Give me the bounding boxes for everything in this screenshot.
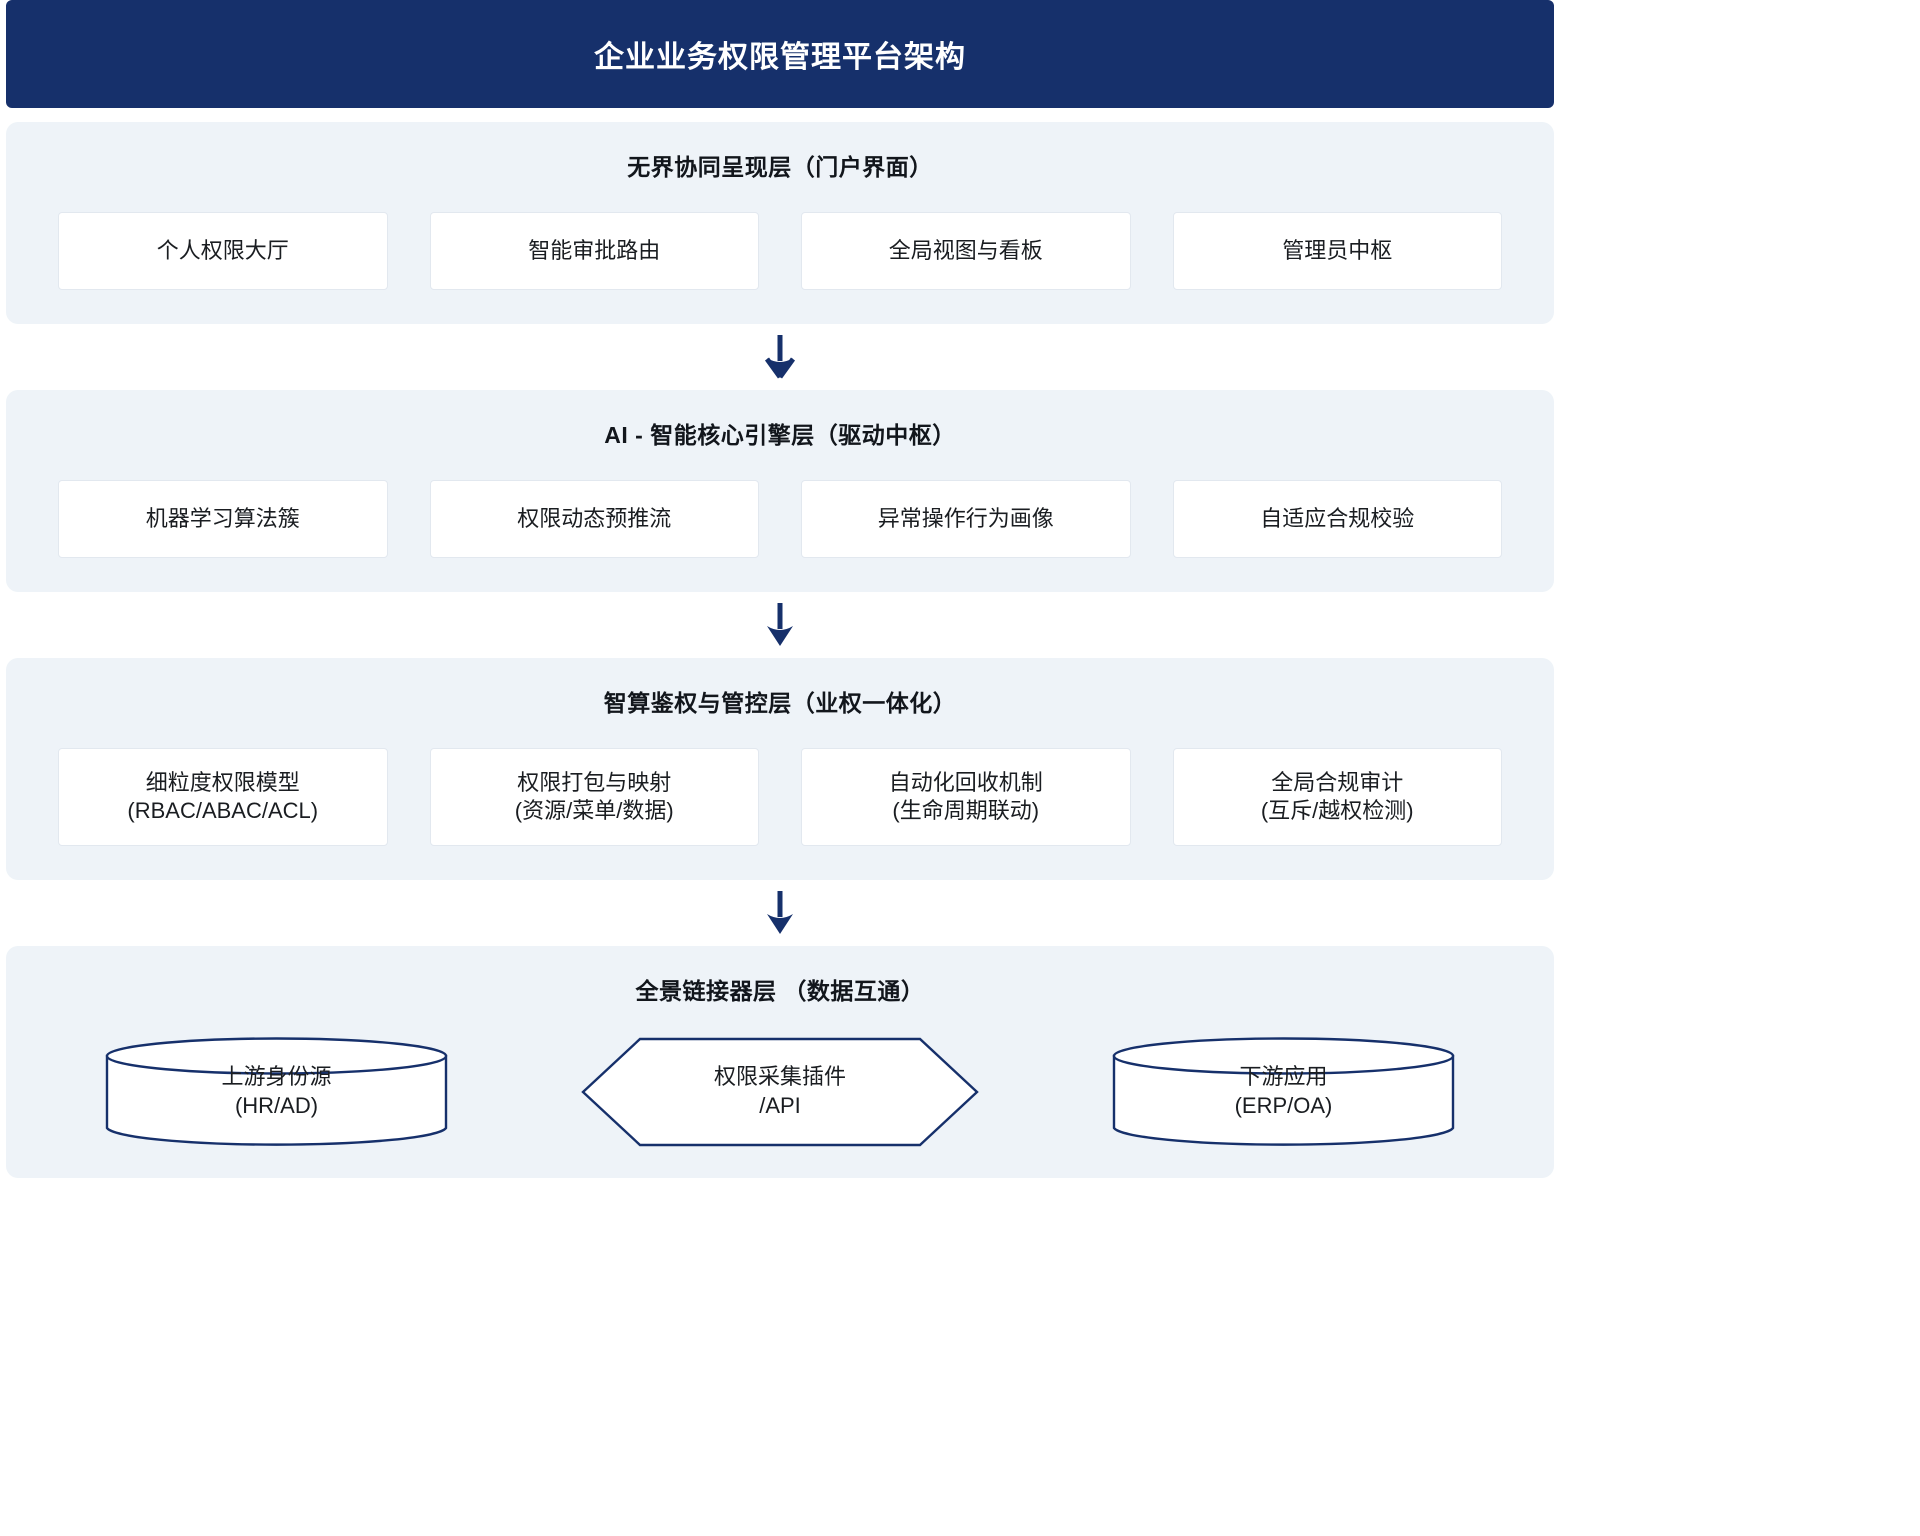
architecture-diagram: 企业业务权限管理平台架构 无界协同呈现层（门户界面） 个人权限大厅 智能审批路由… <box>0 0 1560 1178</box>
connector-label: 权限采集插件 <box>713 1064 846 1090</box>
card-label: 管理员中枢 <box>1282 237 1393 263</box>
card-label: 智能审批路由 <box>528 237 661 263</box>
card-sublabel: (资源/菜单/数据) <box>514 798 674 823</box>
card-personal-permission-hall[interactable]: 个人权限大厅 <box>58 212 388 290</box>
connector-sublabel: /API <box>759 1093 801 1118</box>
card-smart-approval-routing[interactable]: 智能审批路由 <box>429 212 759 290</box>
connector-row: 上游身份源 (HR/AD) 权限采集插件 /API <box>58 1036 1502 1148</box>
layer-title: 无界协同呈现层（门户界面） <box>627 154 933 180</box>
card-label: 权限动态预推流 <box>517 505 672 531</box>
connector-sublabel: (ERP/OA) <box>1234 1093 1333 1118</box>
header-gap <box>0 108 1560 122</box>
layer-card-row: 个人权限大厅 智能审批路由 全局视图与看板 管理员中枢 <box>58 212 1502 290</box>
connector-label: 上游身份源 <box>221 1064 332 1090</box>
card-label: 自适应合规校验 <box>1260 505 1415 531</box>
layer-card-row: 细粒度权限模型 (RBAC/ABAC/ACL) 权限打包与映射 (资源/菜单/数… <box>58 748 1502 846</box>
card-ml-algorithm-cluster[interactable]: 机器学习算法簇 <box>58 480 388 558</box>
connector-label-group: 下游应用 (ERP/OA) <box>1235 1063 1333 1120</box>
layer-connector: 全景链接器层 （数据互通） 上游身份源 (HR/AD) 权限采集插件 / <box>6 946 1554 1178</box>
card-global-view-dashboard[interactable]: 全局视图与看板 <box>801 212 1131 290</box>
connector-downstream-application[interactable]: 下游应用 (ERP/OA) <box>1111 1036 1456 1148</box>
card-label: 个人权限大厅 <box>156 237 289 263</box>
layer-authorization-control: 智算鉴权与管控层（业权一体化） 细粒度权限模型 (RBAC/ABAC/ACL) … <box>6 658 1554 880</box>
card-sublabel: (互斥/越权检测) <box>1260 798 1414 823</box>
layer-title: 智算鉴权与管控层（业权一体化） <box>603 690 957 716</box>
connector-label-group: 权限采集插件 /API <box>714 1063 846 1120</box>
card-sublabel: (RBAC/ABAC/ACL) <box>127 798 319 823</box>
connector-sublabel: (HR/AD) <box>234 1093 319 1118</box>
connector-permission-collector-api[interactable]: 权限采集插件 /API <box>580 1036 980 1148</box>
page-title: 企业业务权限管理平台架构 <box>594 41 966 74</box>
card-label: 权限打包与映射 <box>517 769 672 795</box>
layer-title: 全景链接器层 （数据互通） <box>635 978 925 1004</box>
card-dynamic-permission-prefetch[interactable]: 权限动态预推流 <box>429 480 759 558</box>
arrow-layer3-to-layer4-row <box>0 880 1560 946</box>
hexagon-plugin-icon <box>581 1037 979 1147</box>
cylinder-database-icon <box>1112 1037 1455 1146</box>
card-anomaly-behavior-profile[interactable]: 异常操作行为画像 <box>801 480 1131 558</box>
card-label: 机器学习算法簇 <box>145 505 300 531</box>
card-label: 自动化回收机制 <box>888 769 1043 795</box>
arrow-down-icon <box>764 335 796 379</box>
arrow-down-icon <box>767 603 793 646</box>
card-fine-grained-permission-model[interactable]: 细粒度权限模型 (RBAC/ABAC/ACL) <box>58 748 388 846</box>
card-permission-packaging-mapping[interactable]: 权限打包与映射 (资源/菜单/数据) <box>429 748 759 846</box>
card-automated-reclaim-mechanism[interactable]: 自动化回收机制 (生命周期联动) <box>801 748 1131 846</box>
layer-ai-engine: AI - 智能核心引擎层（驱动中枢） 机器学习算法簇 权限动态预推流 异常操作行… <box>6 390 1554 592</box>
card-label: 异常操作行为画像 <box>877 505 1054 531</box>
arrow-layer2-to-layer3-row <box>0 592 1560 658</box>
card-label: 全局合规审计 <box>1271 769 1404 795</box>
arrow-down-icon <box>767 891 793 934</box>
card-label: 全局视图与看板 <box>888 237 1043 263</box>
card-sublabel: (生命周期联动) <box>892 798 1040 823</box>
layer-title: AI - 智能核心引擎层（驱动中枢） <box>604 422 956 448</box>
layer-card-row: 机器学习算法簇 权限动态预推流 异常操作行为画像 自适应合规校验 <box>58 480 1502 558</box>
card-global-compliance-audit[interactable]: 全局合规审计 (互斥/越权检测) <box>1172 748 1502 846</box>
connector-upstream-identity-source[interactable]: 上游身份源 (HR/AD) <box>104 1036 449 1148</box>
layer-presentation: 无界协同呈现层（门户界面） 个人权限大厅 智能审批路由 全局视图与看板 管理员中… <box>6 122 1554 324</box>
connector-label-group: 上游身份源 (HR/AD) <box>221 1063 331 1120</box>
connector-label: 下游应用 <box>1239 1064 1328 1090</box>
card-admin-hub[interactable]: 管理员中枢 <box>1172 212 1502 290</box>
card-label: 细粒度权限模型 <box>145 769 300 795</box>
diagram-header: 企业业务权限管理平台架构 <box>6 0 1554 108</box>
card-adaptive-compliance-check[interactable]: 自适应合规校验 <box>1172 480 1502 558</box>
cylinder-database-icon <box>105 1037 448 1146</box>
arrow-layer1-to-layer2-row <box>0 324 1560 390</box>
